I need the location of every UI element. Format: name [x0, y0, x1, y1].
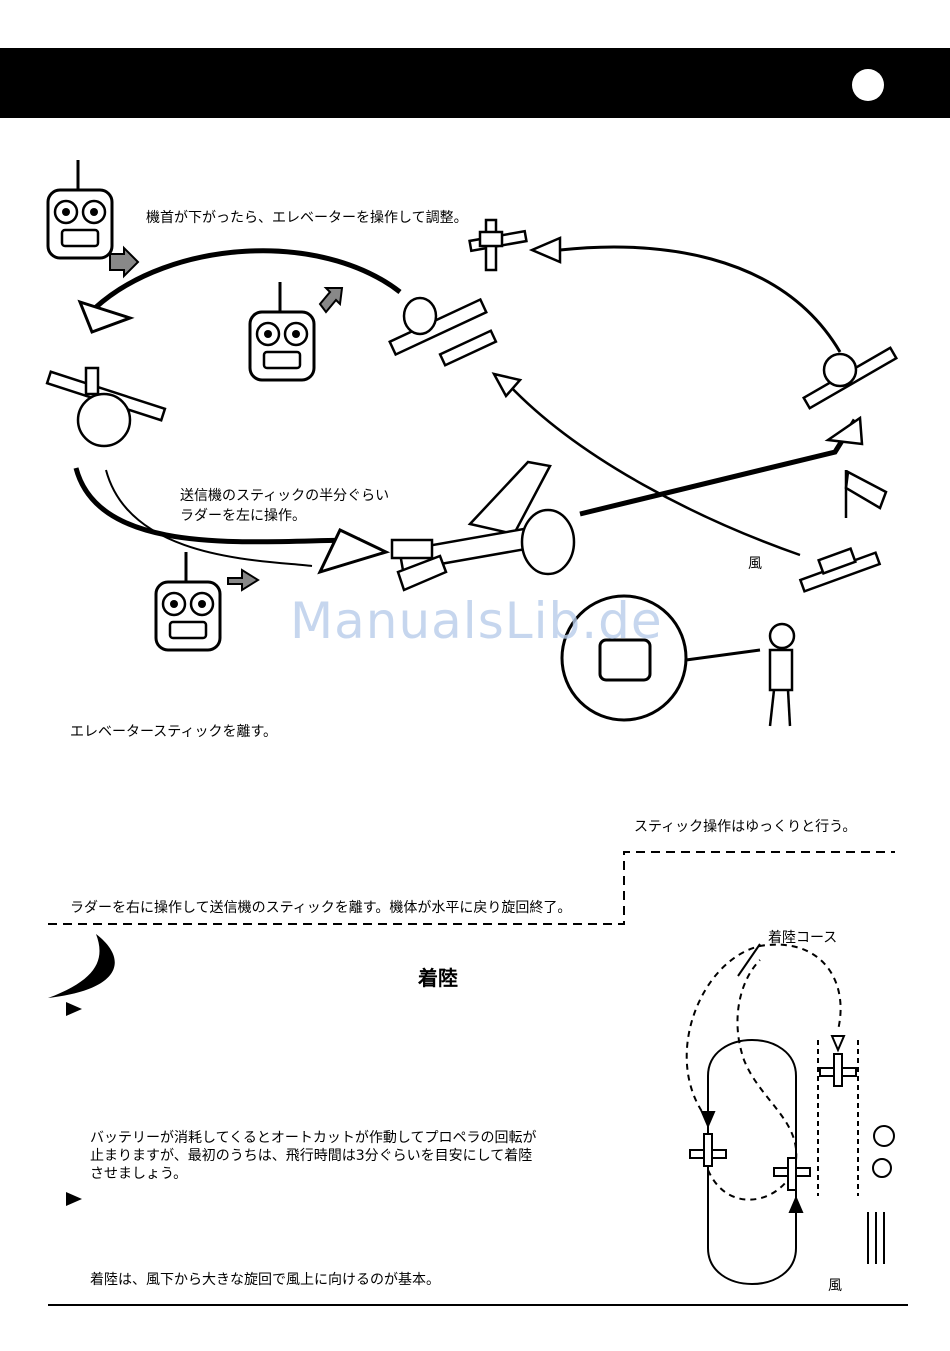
caption-release-elevator: エレベータースティックを離す。	[70, 722, 277, 742]
airplane-right-climb	[804, 348, 897, 408]
bullet-triangle-2	[66, 1192, 82, 1206]
landing-paragraph-1-line-3: させましょう。	[90, 1164, 187, 1184]
airplane-top-right	[470, 220, 527, 270]
windsock	[846, 470, 886, 518]
landing-paragraph-1-line-2: 止まりますが、最初のうちは、飛行時間は3分ぐらいを目安にして着陸	[90, 1146, 532, 1166]
airplane-large-center	[392, 462, 574, 590]
airplane-left-bank	[47, 368, 165, 446]
transmitter-bottom	[156, 552, 220, 650]
landing-wind-label: 風	[828, 1276, 842, 1296]
transmitter-top-left	[48, 160, 112, 258]
pilot-figure	[770, 624, 794, 726]
landing-paragraph-1-line-1: バッテリーが消耗してくるとオートカットが作動してプロペラの回転が	[90, 1128, 536, 1148]
watermark: ManualsLib.de	[290, 592, 663, 650]
grey-arrow-1	[110, 248, 138, 276]
caption-wind: 風	[748, 554, 762, 574]
climb-line	[580, 420, 855, 514]
airplane-takeoff	[800, 549, 879, 592]
bullet-triangle-1	[66, 1002, 82, 1016]
landing-title: 着陸	[418, 962, 458, 991]
caption-stick-half: 送信機のスティックの半分ぐらい	[180, 486, 389, 506]
caption-nose-down: 機首が下がったら、エレベーターを操作して調整。	[146, 208, 468, 228]
caption-rudder-left: ラダーを左に操作。	[180, 506, 306, 526]
crescent-icon	[48, 934, 115, 998]
grey-arrow-2	[320, 288, 342, 312]
footer-rule	[48, 1304, 908, 1306]
transmitter-middle	[250, 282, 314, 380]
arc-top-right	[560, 247, 840, 352]
landing-paragraph-2: 着陸は、風下から大きな旋回で風上に向けるのが基本。	[90, 1270, 440, 1290]
arc-upper-left	[95, 251, 400, 308]
caption-slow-stick: スティック操作はゆっくりと行う。	[634, 817, 856, 837]
caption-rudder-right: ラダーを右に操作して送信機のスティックを離す。機体が水平に戻り旋回終了。	[70, 898, 571, 918]
landing-planes	[690, 1054, 856, 1190]
landing-course-diagram	[687, 944, 894, 1284]
landing-course-label: 着陸コース	[768, 928, 837, 948]
airplane-upper-center	[390, 298, 496, 365]
grey-arrow-3	[228, 570, 258, 590]
